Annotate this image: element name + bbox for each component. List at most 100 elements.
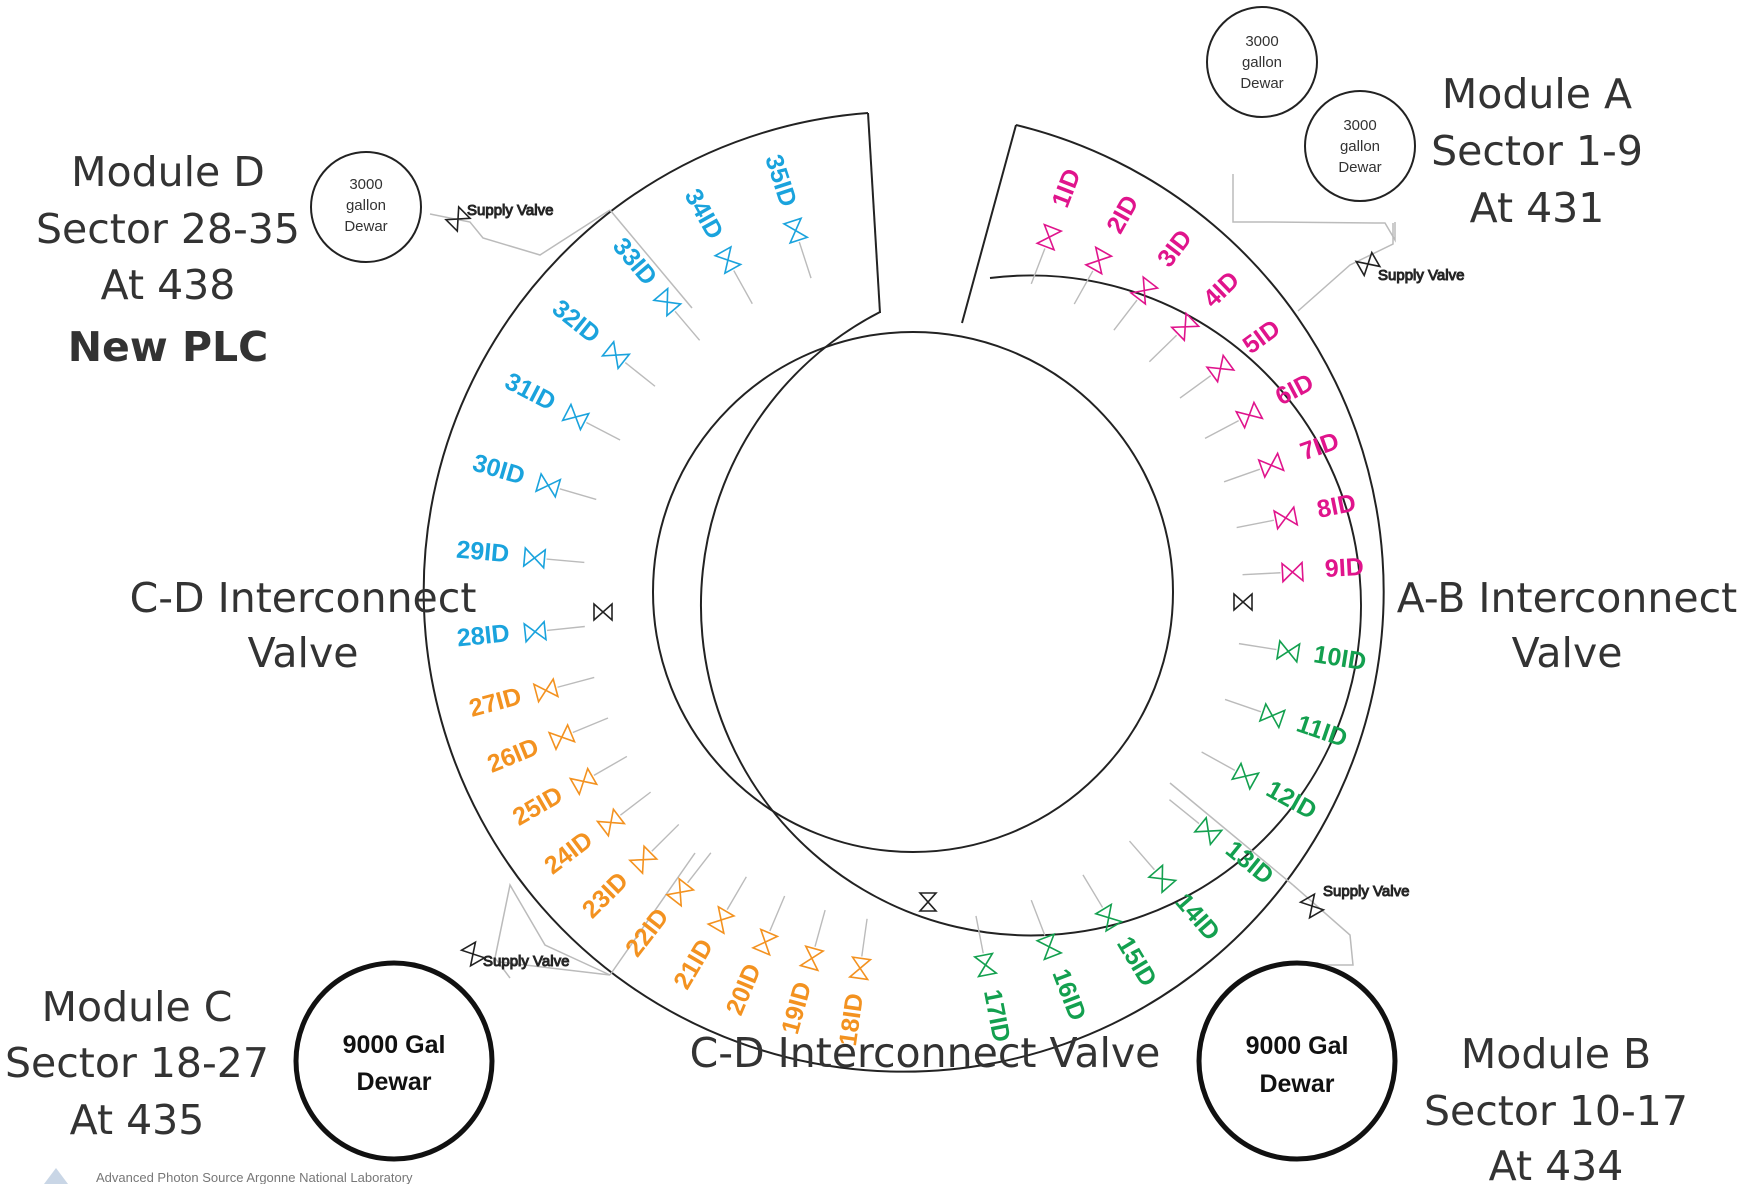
dewar-d: 3000 gallon Dewar <box>310 151 422 263</box>
valve-21id-icon[interactable] <box>706 905 736 935</box>
valve-23id-icon[interactable] <box>628 844 659 875</box>
module-a-line2: Sector 1-9 <box>1431 127 1643 175</box>
valve-9id-label: 9ID <box>1324 553 1364 583</box>
module-c-line2: Sector 18-27 <box>5 1039 269 1087</box>
valve-stem <box>1082 874 1104 908</box>
divider-b-c <box>609 852 696 976</box>
supply-valve-b-icon[interactable] <box>1299 893 1325 919</box>
storage-ring-outline <box>422 112 1385 1073</box>
module-d-line2: Sector 28-35 <box>36 205 300 253</box>
dewar-d-line2: gallon <box>346 197 386 214</box>
valve-29id-icon[interactable] <box>522 546 547 570</box>
valve-15id-icon[interactable] <box>1093 902 1124 933</box>
valve-35id-shape <box>781 216 810 245</box>
valve-33id-label: 33ID <box>607 232 663 290</box>
cd-interconnect-label-left: C-D Interconnect Valve <box>130 574 477 677</box>
valve-14id-icon[interactable] <box>1147 863 1178 895</box>
valve-27id-icon[interactable] <box>532 677 560 704</box>
cd-bottom-interconnect-valve-icon[interactable] <box>919 892 937 912</box>
valve-19id-icon[interactable] <box>798 945 826 972</box>
valve-stem <box>1238 642 1277 651</box>
valve-29id-label: 29ID <box>455 536 510 569</box>
supply-valve-c-icon[interactable] <box>460 941 486 967</box>
supply-valve-d-label: Supply Valve <box>467 202 553 219</box>
supply-valve-c[interactable]: Supply Valve <box>460 941 570 971</box>
valve-10id-shape <box>1275 639 1301 664</box>
valve-10id-icon[interactable] <box>1275 639 1301 664</box>
valve-1id-label: 1ID <box>1046 165 1086 211</box>
valve-13id-icon[interactable] <box>1193 815 1224 847</box>
pipe-module-c <box>494 882 611 979</box>
valve-26id-shape <box>547 723 576 752</box>
valve-7id-label: 7ID <box>1297 427 1343 466</box>
supply-valve-c-label: Supply Valve <box>483 953 569 970</box>
valve-22id-label: 22ID <box>620 903 674 962</box>
interconnect-valves <box>593 593 1253 912</box>
module-b-line3: At 434 <box>1489 1142 1624 1184</box>
dewar-d-line1: 3000 <box>349 176 382 193</box>
module-d-line3: At 438 <box>101 261 236 309</box>
valve-29id-shape <box>522 546 547 570</box>
dewar-a-top-circle <box>1206 6 1318 118</box>
supply-valve-b[interactable]: Supply Valve <box>1299 883 1410 919</box>
valve-4id-label: 4ID <box>1198 266 1245 313</box>
valve-26id-icon[interactable] <box>547 723 576 752</box>
divider-a-b <box>1169 782 1294 886</box>
dewar-b-line2: Dewar <box>1259 1070 1334 1098</box>
valve-35id-icon[interactable] <box>781 216 810 245</box>
valve-6id-icon[interactable] <box>1234 400 1264 430</box>
valve-9id-icon[interactable] <box>1281 560 1304 584</box>
valve-8id-icon[interactable] <box>1273 505 1299 531</box>
cd-interconnect-left-line2: Valve <box>248 629 359 677</box>
valve-2id-icon[interactable] <box>1083 245 1114 276</box>
valve-30id-icon[interactable] <box>534 472 562 499</box>
module-c-label: Module C Sector 18-27 At 435 <box>5 983 269 1144</box>
valve-stem <box>1148 334 1178 363</box>
cd-interconnect-valve-icon[interactable] <box>593 603 613 621</box>
valve-32id-icon[interactable] <box>600 339 632 371</box>
valve-25id-icon[interactable] <box>568 766 599 797</box>
valve-stem <box>975 915 984 954</box>
valve-5id-icon[interactable] <box>1205 353 1236 384</box>
valve-stem <box>726 876 747 910</box>
valve-24id-icon[interactable] <box>595 807 627 838</box>
valve-28id-icon[interactable] <box>523 619 547 644</box>
valve-34id-icon[interactable] <box>713 245 743 275</box>
valve-24id-shape <box>595 807 627 838</box>
valve-stem <box>624 362 656 387</box>
valve-31id-icon[interactable] <box>561 402 591 432</box>
dewar-a-bottom-line1: 3000 <box>1343 117 1376 134</box>
cd-interconnect-left-line1: C-D Interconnect <box>130 574 477 622</box>
valve-stem <box>1169 799 1200 825</box>
valve-18id-icon[interactable] <box>847 956 873 981</box>
valve-1id-icon[interactable] <box>1035 223 1064 252</box>
valve-20id-icon[interactable] <box>751 927 780 957</box>
valve-stem <box>1030 248 1046 285</box>
valve-stem <box>1204 420 1240 439</box>
dewar-b-large: 9000 Gal Dewar <box>1196 960 1398 1162</box>
dewar-c-line1: 9000 Gal <box>343 1031 446 1059</box>
valve-12id-icon[interactable] <box>1230 761 1261 791</box>
supply-valve-d[interactable]: Supply Valve <box>445 202 554 232</box>
valve-stem <box>1179 375 1212 399</box>
valve-11id-icon[interactable] <box>1258 701 1287 730</box>
valve-26id-label: 26ID <box>483 733 542 779</box>
valve-stem <box>1113 299 1138 331</box>
valve-7id-icon[interactable] <box>1257 451 1285 479</box>
module-b-label: Module B Sector 10-17 At 434 <box>1424 1030 1688 1184</box>
valve-17id-icon[interactable] <box>972 952 999 978</box>
valve-stem <box>798 241 812 279</box>
dewar-a-top-line2: gallon <box>1242 54 1282 71</box>
valve-16id-icon[interactable] <box>1035 932 1064 961</box>
valve-4id-icon[interactable] <box>1169 311 1201 343</box>
ab-interconnect-valve-icon[interactable] <box>1233 593 1253 611</box>
module-b-line2: Sector 10-17 <box>1424 1087 1688 1135</box>
valve-22id-icon[interactable] <box>665 877 696 908</box>
valve-33id-icon[interactable] <box>652 286 683 318</box>
module-d-line1: Module D <box>71 148 265 196</box>
supply-valve-a[interactable]: Supply Valve <box>1355 251 1465 285</box>
valve-stem <box>619 791 652 816</box>
pipe-module-c-2 <box>499 961 611 976</box>
valve-3id-icon[interactable] <box>1129 275 1160 306</box>
valve-stem <box>546 558 585 564</box>
